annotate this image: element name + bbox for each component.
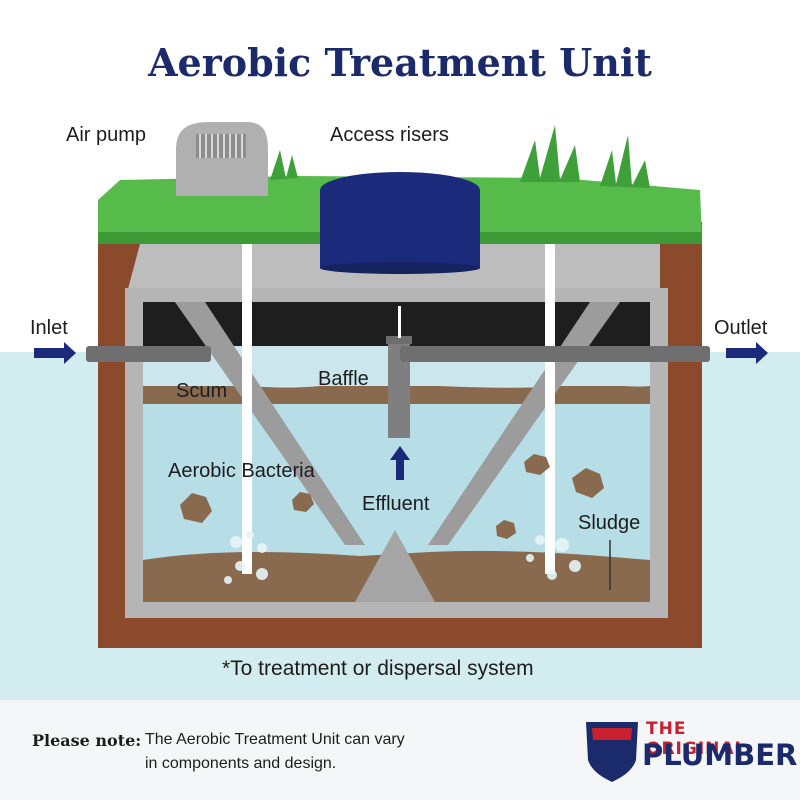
- access-risers-label: Access risers: [330, 124, 449, 146]
- sludge-label: Sludge: [578, 512, 641, 534]
- logo-shield-stripes: [592, 728, 632, 740]
- grass-tufts: [270, 125, 650, 188]
- logo-line2: PLUMBER: [642, 738, 798, 772]
- baffle-rod: [398, 306, 401, 338]
- air-pump-body: [176, 122, 268, 196]
- left-baffle-arm: [175, 302, 365, 545]
- inlet-arrow: [34, 342, 76, 364]
- brand-logo: THE ORIGINAL PLUMBER: [582, 716, 797, 780]
- note-body: The Aerobic Treatment Unit can vary in c…: [145, 728, 405, 776]
- air-pump-label: Air pump: [66, 124, 147, 146]
- baffle-pipe: [388, 338, 410, 438]
- air-pump-vents: [196, 134, 246, 158]
- inlet-pipe: [86, 346, 211, 362]
- note-body-line2: in components and design.: [145, 755, 337, 772]
- outlet-label: Outlet: [714, 317, 768, 339]
- sludge-chunk: [292, 492, 314, 512]
- logo-line1: THE ORIGINAL: [646, 719, 747, 759]
- right-baffle-arm: [428, 302, 620, 545]
- effluent-label: Effluent: [362, 493, 430, 515]
- baffle-label: Baffle: [318, 368, 369, 390]
- baffle-pipe-cap: [386, 336, 412, 344]
- note-heading: Please note:: [32, 731, 142, 750]
- note-band: [0, 700, 800, 800]
- effluent-arrow: [390, 446, 410, 480]
- air-pump-vent-lines: [199, 134, 243, 158]
- air-bubbles: [224, 531, 581, 584]
- inlet-label: Inlet: [30, 317, 68, 339]
- sludge-chunk: [524, 454, 550, 475]
- sludge-chunk: [572, 468, 604, 498]
- access-riser-body: [320, 190, 480, 268]
- left-air-tube: [242, 244, 252, 574]
- access-riser-bottom: [320, 262, 480, 274]
- note-body-line1: The Aerobic Treatment Unit can vary: [145, 731, 405, 748]
- page-title: Aerobic Treatment Unit: [148, 40, 652, 85]
- center-cone: [355, 530, 435, 602]
- right-air-tube: [545, 244, 555, 574]
- sludge-chunk: [180, 493, 212, 523]
- aerobic-bacteria-label: Aerobic Bacteria: [168, 460, 315, 482]
- scum-label: Scum: [176, 380, 228, 402]
- sludge-chunk: [496, 520, 516, 539]
- outlet-pipe: [400, 346, 710, 362]
- footer-note: *To treatment or dispersal system: [222, 657, 534, 680]
- outlet-arrow: [726, 342, 768, 364]
